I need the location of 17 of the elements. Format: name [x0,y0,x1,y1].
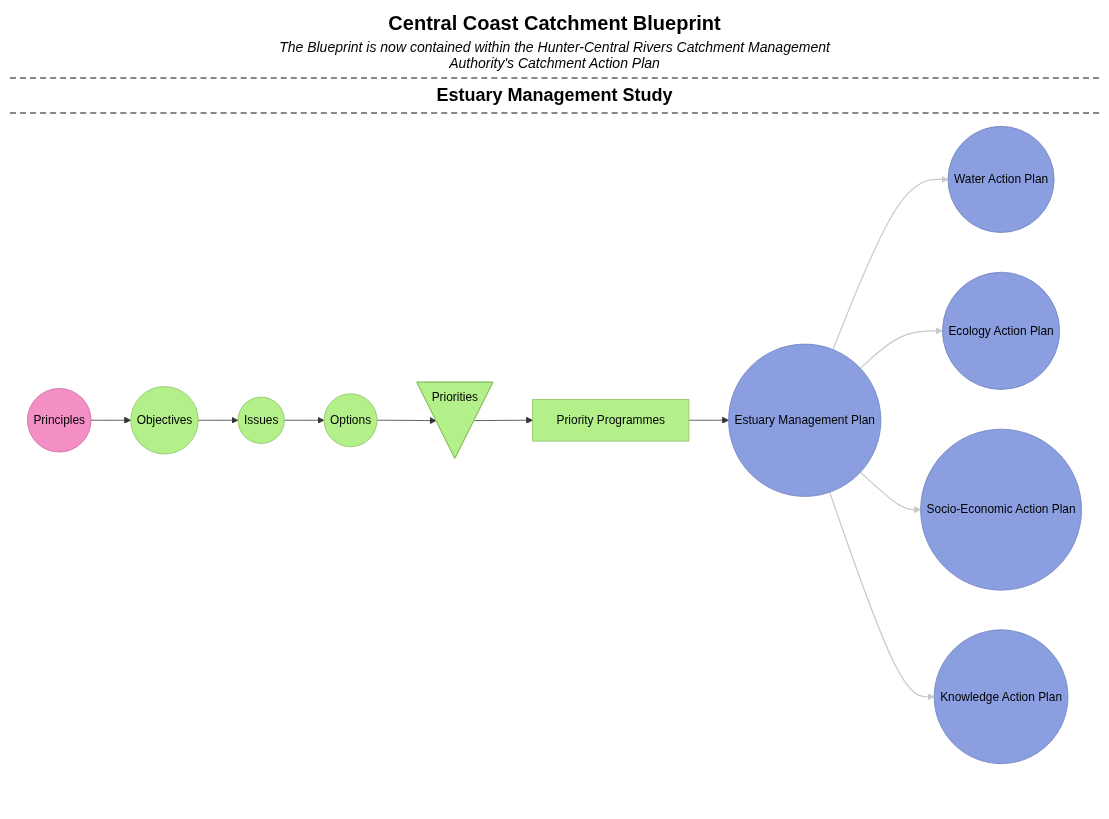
node-circle: Objectives [130,386,199,455]
note-text: The Blueprint is now contained within the Hunter-Central Rivers Catchment Management Authority's Catchment Action Plan [278,39,832,71]
node-circle: Knowledge Action Plan [933,629,1069,765]
node-circle: Ecology Action Plan [942,271,1061,390]
node-circle: Water Action Plan [947,125,1055,233]
node-circle: Socio-Economic Action Plan [920,428,1082,591]
node-circle: Issues [237,396,285,444]
arrow [859,327,943,369]
arrow [832,175,949,351]
node-circle: Options [323,393,378,448]
node-circle: Principles [27,388,92,453]
node-box: Priority Programmes [532,399,690,442]
arrow [829,491,935,701]
section-heading: Estuary Management Study [435,85,674,106]
arrow [859,471,921,514]
node-circle: Estuary Management Plan [728,343,882,497]
section-heading: Central Coast Catchment Blueprint [387,12,722,35]
